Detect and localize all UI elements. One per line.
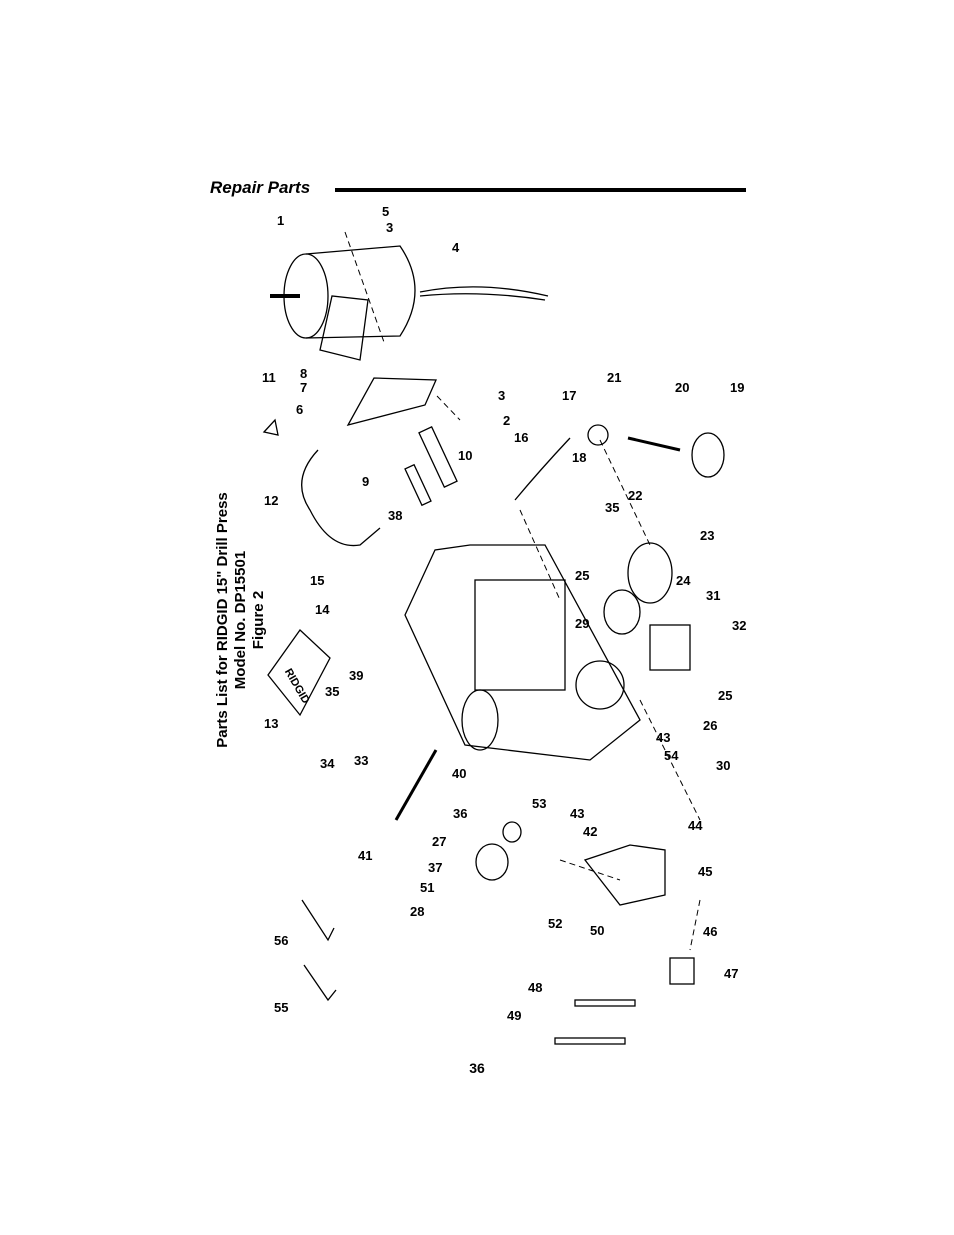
callout-43b: 43 xyxy=(570,806,584,821)
callout-28: 28 xyxy=(410,904,424,919)
callout-49: 49 xyxy=(507,1008,521,1023)
motor-bracket xyxy=(346,377,437,427)
callout-48: 48 xyxy=(528,980,542,995)
spindle-shaft xyxy=(627,436,681,452)
feed-handle xyxy=(514,437,571,501)
callout-1: 1 xyxy=(277,213,284,228)
switch xyxy=(669,957,695,985)
callout-27: 27 xyxy=(432,834,446,849)
callout-17: 17 xyxy=(562,388,576,403)
cord-grommet xyxy=(262,418,279,436)
callout-37: 37 xyxy=(428,860,442,875)
bar-48 xyxy=(574,999,636,1007)
rod-9 xyxy=(404,463,432,507)
callout-53: 53 xyxy=(532,796,546,811)
page-number: 36 xyxy=(469,1060,485,1076)
callout-labels: 1 5 3 4 11 7 8 6 3 2 17 21 20 19 16 10 9… xyxy=(262,204,746,1023)
callout-54: 54 xyxy=(664,748,679,763)
bar-49 xyxy=(554,1037,626,1045)
callout-7: 7 xyxy=(300,380,307,395)
knob xyxy=(587,424,609,446)
rod-10 xyxy=(418,425,458,489)
manual-brand-logo: RIDGID xyxy=(282,667,312,706)
callout-18: 18 xyxy=(572,450,586,465)
callout-40: 40 xyxy=(452,766,466,781)
callout-43: 43 xyxy=(656,730,670,745)
head-casting xyxy=(404,544,641,761)
callout-46: 46 xyxy=(703,924,717,939)
pulley-27 xyxy=(475,843,509,881)
callout-25b: 25 xyxy=(718,688,732,703)
bolt-41 xyxy=(394,749,438,821)
header-rule xyxy=(335,188,746,192)
callout-19: 19 xyxy=(730,380,744,395)
callout-29: 29 xyxy=(575,616,589,631)
callout-35b: 35 xyxy=(325,684,339,699)
callout-30: 30 xyxy=(716,758,730,773)
callout-9: 9 xyxy=(362,474,369,489)
callout-4: 4 xyxy=(452,240,460,255)
callout-23: 23 xyxy=(700,528,714,543)
callout-16: 16 xyxy=(514,430,528,445)
callout-36: 36 xyxy=(453,806,467,821)
callout-44: 44 xyxy=(688,818,703,833)
callout-45: 45 xyxy=(698,864,712,879)
callout-55: 55 xyxy=(274,1000,288,1015)
section-header: Repair Parts xyxy=(210,176,746,204)
callout-8: 8 xyxy=(300,366,307,381)
callout-5: 5 xyxy=(382,204,389,219)
callout-10: 10 xyxy=(458,448,472,463)
owners-manual xyxy=(267,629,331,717)
belt-guard xyxy=(583,844,666,906)
callout-20: 20 xyxy=(675,380,689,395)
callout-3: 3 xyxy=(386,220,393,235)
callout-14: 14 xyxy=(315,602,330,617)
callout-3b: 3 xyxy=(498,388,505,403)
callout-21: 21 xyxy=(607,370,621,385)
callout-42: 42 xyxy=(583,824,597,839)
callout-47: 47 xyxy=(724,966,738,981)
pulley xyxy=(627,542,673,604)
hex-key-56 xyxy=(301,899,335,942)
callout-39: 39 xyxy=(349,668,363,683)
callout-32: 32 xyxy=(732,618,746,633)
callout-11: 11 xyxy=(262,370,276,385)
callout-34: 34 xyxy=(320,756,335,771)
power-cord xyxy=(301,449,381,547)
callout-56: 56 xyxy=(274,933,288,948)
pulley-ring xyxy=(603,589,641,635)
section-title: Repair Parts xyxy=(210,178,311,197)
callout-24: 24 xyxy=(676,573,691,588)
callout-6: 6 xyxy=(296,402,303,417)
callout-33: 33 xyxy=(354,753,368,768)
motor xyxy=(270,245,549,361)
callout-41: 41 xyxy=(358,848,372,863)
callout-22: 22 xyxy=(628,488,642,503)
spindle-pulley xyxy=(691,432,725,478)
bushing-36 xyxy=(502,821,522,843)
callout-2: 2 xyxy=(503,413,510,428)
callout-52: 52 xyxy=(548,916,562,931)
callout-15: 15 xyxy=(310,573,324,588)
callout-51: 51 xyxy=(420,880,434,895)
callout-12: 12 xyxy=(264,493,278,508)
callout-31: 31 xyxy=(706,588,720,603)
callout-35: 35 xyxy=(605,500,619,515)
callout-13: 13 xyxy=(264,716,278,731)
callout-38: 38 xyxy=(388,508,402,523)
hex-key-55 xyxy=(303,964,337,1002)
callout-50: 50 xyxy=(590,923,604,938)
callout-25: 25 xyxy=(575,568,589,583)
switch-assembly xyxy=(649,624,691,671)
callout-26: 26 xyxy=(703,718,717,733)
